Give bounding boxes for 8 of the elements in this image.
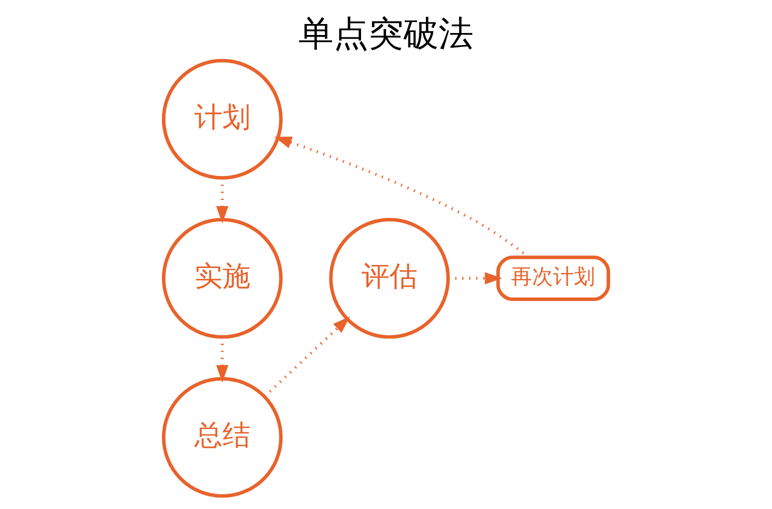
arrow <box>264 316 350 398</box>
node-circle: 总结 <box>162 377 283 498</box>
node-circle: 实施 <box>162 218 283 339</box>
diagram-title: 单点突破法 <box>298 14 474 54</box>
node-circle: 计划 <box>162 58 283 180</box>
node-circle: 评估 <box>329 218 450 339</box>
node-box: 再次计划 <box>496 256 610 301</box>
arrow <box>274 136 530 259</box>
